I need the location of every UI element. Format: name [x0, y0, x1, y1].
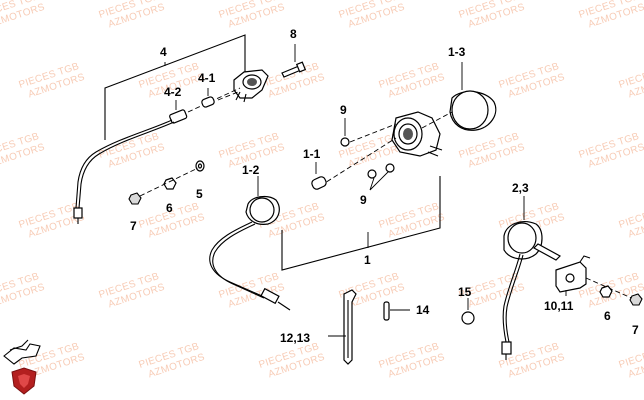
callout-4: 4	[160, 45, 167, 59]
part-1-housing	[391, 111, 443, 157]
axis-1	[319, 137, 397, 187]
axis-4b	[217, 91, 239, 101]
part-4-housing	[233, 69, 269, 103]
bracket-1	[281, 176, 441, 271]
motorcycle-location-sketch	[3, 339, 41, 365]
callout-15: 15	[458, 285, 472, 299]
callout-9-top: 9	[340, 103, 347, 117]
callout-4-1: 4-1	[198, 71, 216, 85]
part-6-nut-right	[599, 285, 613, 298]
part-4-1-bulb	[201, 96, 215, 108]
part-7-nut-right	[629, 293, 643, 306]
part-15-grommet	[461, 311, 475, 325]
part-1-3-lens	[449, 90, 497, 131]
part-5-washer	[195, 160, 205, 172]
callout-7-left: 7	[130, 219, 137, 233]
part-14-pin	[383, 301, 390, 321]
part-10-11-bracket	[555, 255, 591, 293]
callout-1-3: 1-3	[448, 45, 466, 59]
callout-6-left: 6	[166, 201, 173, 215]
callout-14: 14	[416, 303, 430, 317]
callout-5: 5	[196, 187, 203, 201]
part-12-13-cable-tie	[343, 289, 357, 365]
axis-left-hardware	[139, 167, 199, 197]
leader-9-mid	[369, 171, 389, 191]
callout-8: 8	[290, 27, 297, 41]
bracket-4	[104, 34, 246, 140]
callout-1-2: 1-2	[242, 163, 260, 177]
callout-12-13: 12,13	[280, 331, 310, 345]
axis-1b	[421, 111, 453, 129]
callout-7-right: 7	[632, 323, 639, 337]
callout-1: 1	[364, 253, 371, 267]
callout-9-mid: 9	[360, 193, 367, 207]
part-7-nut-left	[128, 192, 142, 205]
callout-1-1: 1-1	[303, 147, 321, 161]
callout-10-11: 10,11	[544, 299, 574, 313]
callout-6-right: 6	[604, 309, 611, 323]
part-1-2-socket	[209, 195, 291, 311]
part-2-3-turn-signal	[501, 221, 561, 360]
part-8-screw	[281, 61, 307, 78]
brand-shield-logo	[11, 367, 37, 395]
part-1-1-bulb	[311, 176, 327, 190]
part-9-screw-top	[340, 137, 350, 147]
part-4-2-socket	[73, 109, 188, 224]
part-9-screws-mid	[367, 163, 395, 179]
callout-2-3: 2,3	[512, 181, 529, 195]
callout-4-2: 4-2	[164, 85, 182, 99]
axis-9-top	[349, 123, 397, 143]
